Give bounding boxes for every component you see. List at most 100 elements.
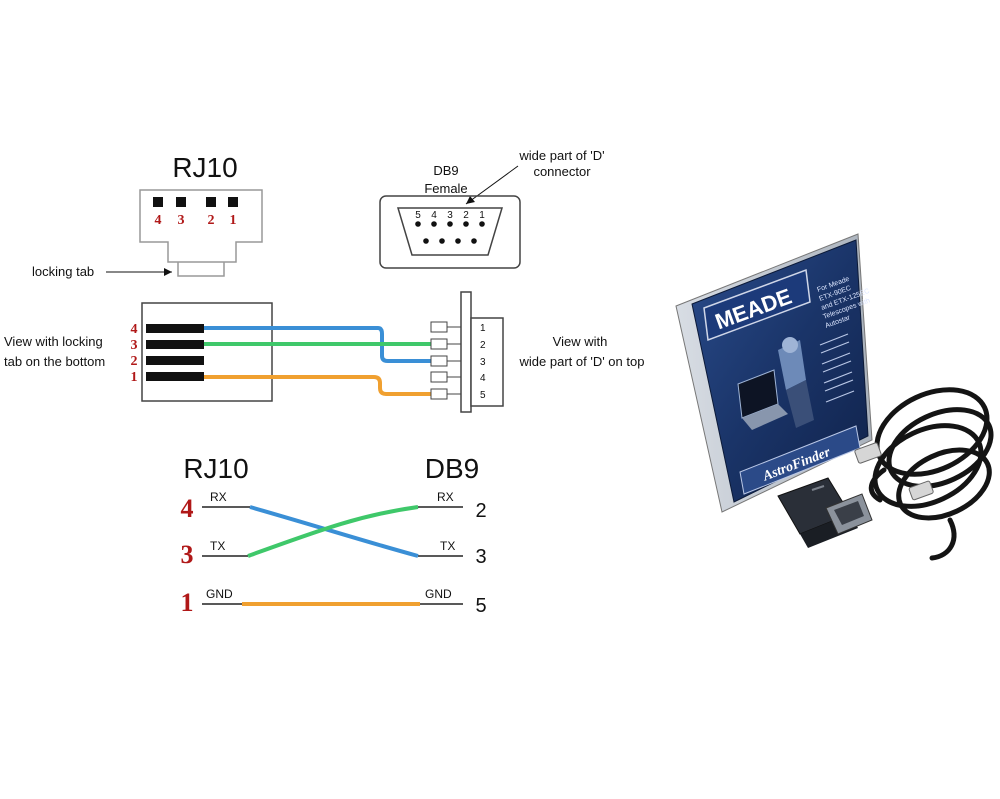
schematic-rj-signal: GND [206, 587, 233, 601]
db9-bottom-row-pins [423, 238, 477, 244]
rj10-pin-label: 1 [230, 213, 237, 228]
arrowhead [466, 196, 475, 204]
laptop-image [737, 369, 788, 430]
db9-side-pin [430, 321, 448, 333]
pin-mapping-schematic: RJ10 DB9 4 RX RX 2 3 TX TX 3 1 GND GND 5 [181, 453, 487, 617]
rj10-connector-face: RJ10 4 3 2 1 locking tab [32, 152, 263, 279]
db9-pin [439, 238, 445, 244]
db9-side-pin [430, 388, 448, 400]
db9-label: DB9 [433, 163, 458, 178]
schematic-db-signal: RX [437, 490, 454, 504]
wide-part-pointer [465, 165, 519, 205]
schematic-db-pin: 3 [475, 546, 486, 568]
db9-side-pin-number: 3 [480, 357, 486, 368]
telescope-image [778, 337, 814, 428]
db9-top-row-pins [415, 221, 485, 227]
locking-tab-label: locking tab [32, 264, 94, 279]
db9-pin-number: 5 [415, 210, 421, 221]
view-right-label: View with [553, 334, 608, 349]
db9-side-pin-number: 4 [480, 373, 486, 384]
schematic-rj-signal: RX [210, 490, 227, 504]
rj10-contact [228, 197, 238, 207]
schematic-rj-pin: 1 [181, 588, 194, 617]
telescope-mount [786, 380, 814, 428]
rj10-side-pin-label: 4 [131, 322, 138, 337]
view-right-label: wide part of 'D' on top [519, 354, 645, 369]
adapter-highlight [811, 485, 825, 491]
cd-case: MEADE For Meade ETX-90EC and ETX-125EC T… [675, 233, 873, 513]
view-left-label: View with locking [4, 334, 103, 349]
arrowhead [164, 268, 172, 276]
wire-orange [204, 375, 432, 396]
rj10-outline [139, 189, 263, 263]
rj10-pin-label: 4 [155, 213, 162, 228]
db9-label: Female [424, 181, 467, 196]
db9-pin [447, 221, 453, 227]
db9-pin-number: 2 [463, 210, 469, 221]
db9-adapter-image [777, 477, 873, 548]
db9-d-shape [396, 207, 504, 256]
rj10-plug-contact [146, 372, 204, 381]
schematic-db9-title: DB9 [425, 453, 479, 484]
rj10-side-pin-label: 1 [131, 370, 138, 385]
db9-side-pin-number: 2 [480, 340, 486, 351]
rj10-side-pin-label: 3 [131, 338, 138, 353]
rj10-plug-contact [146, 340, 204, 349]
rj10-plug-body [141, 302, 273, 402]
rj10-plug-contact [146, 356, 204, 365]
schematic-wire-blue [249, 505, 419, 558]
cd-bullets [819, 333, 855, 403]
db9-flange [460, 291, 472, 413]
schematic-wire-green [247, 505, 419, 558]
adapter-db9-face [834, 501, 864, 525]
db9-pin-number: 1 [479, 210, 485, 221]
db9-pin [423, 238, 429, 244]
schematic-rj-pin: 4 [181, 494, 194, 523]
rj-plug-image [854, 442, 882, 464]
db9-connector-face: DB9 Female wide part of 'D' connector 5 … [379, 148, 605, 269]
db9-shell [379, 195, 521, 269]
db9-pin [471, 238, 477, 244]
rj10-plug-contact [146, 324, 204, 333]
db9-side-pin [430, 338, 448, 350]
wide-part-label: wide part of 'D' [518, 148, 604, 163]
rj10-contact [176, 197, 186, 207]
db9-pin [415, 221, 421, 227]
db9-side-pin-number: 1 [480, 323, 486, 334]
rj10-pin-label: 3 [178, 213, 185, 228]
db9-side-pin [430, 371, 448, 383]
db9-pin [431, 221, 437, 227]
db9-shell-side [470, 317, 504, 407]
telescope-lens [782, 337, 798, 353]
coiled-cable [868, 387, 994, 561]
rj10-title: RJ10 [172, 152, 237, 183]
product-photo: MEADE For Meade ETX-90EC and ETX-125EC T… [675, 233, 994, 561]
schematic-rj-signal: TX [210, 539, 225, 553]
rj10-side-pin-label: 2 [131, 354, 138, 369]
db9-side-pin [430, 355, 448, 367]
schematic-rj-pin: 3 [181, 540, 194, 569]
wiring-side-view: View with locking tab on the bottom 4 3 … [4, 291, 645, 413]
schematic-db-pin: 5 [475, 595, 486, 617]
rj-plug-image [908, 480, 934, 501]
schematic-db-signal: GND [425, 587, 452, 601]
db9-pin-number: 3 [447, 210, 453, 221]
schematic-rj10-title: RJ10 [183, 453, 248, 484]
rj10-locking-tab [177, 262, 225, 277]
db9-pin [479, 221, 485, 227]
db9-pin-number: 4 [431, 210, 437, 221]
rj10-contact [206, 197, 216, 207]
wide-part-label: connector [533, 164, 591, 179]
rj10-contact [153, 197, 163, 207]
meade-logo-box [703, 268, 811, 342]
schematic-db-signal: TX [440, 539, 455, 553]
db9-pin [463, 221, 469, 227]
schematic-db-pin: 2 [475, 500, 486, 522]
db9-pin [455, 238, 461, 244]
db9-side-pin-number: 5 [480, 390, 486, 401]
view-left-label: tab on the bottom [4, 354, 105, 369]
laptop-base [742, 404, 788, 430]
telescope-tube [778, 340, 806, 390]
rj10-pin-label: 2 [208, 213, 215, 228]
